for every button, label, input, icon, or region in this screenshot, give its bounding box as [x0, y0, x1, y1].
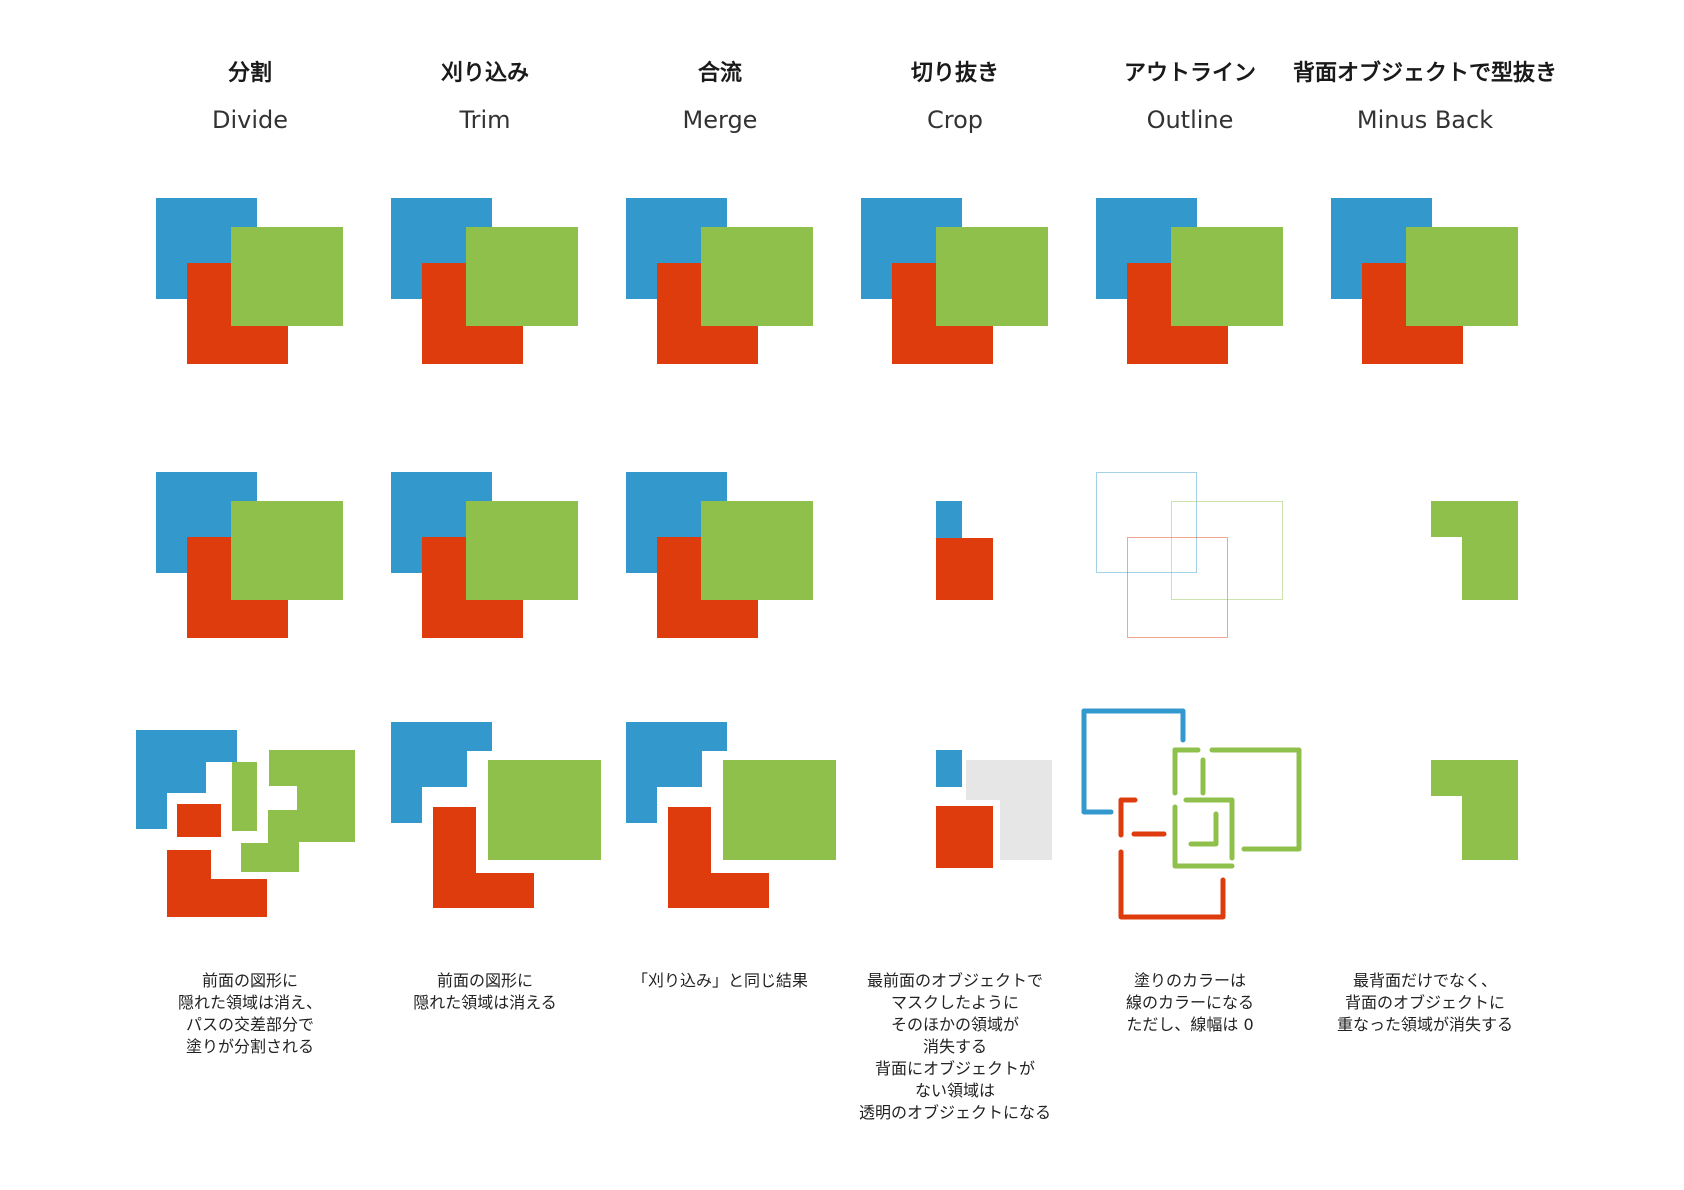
green-segment-inner-c	[1188, 811, 1219, 847]
note-outline: 塗りのカラーは 線のカラーになる ただし、線幅は 0	[1125, 971, 1254, 1034]
red-piece	[936, 538, 993, 600]
green-square	[1171, 227, 1283, 326]
column-header-outline: アウトライン Outline	[1045, 58, 1335, 138]
after-merge	[626, 472, 813, 638]
before-merge	[626, 198, 813, 364]
column-header-crop: 切り抜き Crop	[810, 58, 1100, 138]
after-divide	[156, 472, 343, 638]
blue-piece	[936, 501, 962, 538]
exploded-crop	[936, 750, 1052, 868]
green-segment-bottom	[1172, 804, 1235, 869]
green-piece	[488, 760, 601, 860]
green-square	[701, 501, 813, 600]
title-jp: 切り抜き	[910, 61, 999, 86]
title-en: Crop	[926, 106, 983, 134]
title-en: Outline	[1146, 106, 1234, 134]
green-segment-outer	[1209, 747, 1302, 852]
exploded-outline	[1081, 708, 1302, 920]
green-square	[466, 227, 578, 326]
exploded-trim	[391, 722, 601, 908]
title-en: Minus Back	[1356, 106, 1494, 134]
title-jp: アウトライン	[1123, 61, 1256, 86]
exploded-minus-back	[1431, 760, 1518, 860]
blue-piece	[391, 722, 492, 823]
green-piece-strip	[232, 762, 257, 831]
title-en: Divide	[211, 106, 289, 134]
note-crop: 最前面のオブジェクトで マスクしたように そのほかの領域が 消失する 背面にオブ…	[858, 971, 1051, 1122]
row-before	[156, 198, 1518, 364]
column-header-minus-back: 背面オブジェクトで型抜き Minus Back	[1280, 58, 1570, 138]
green-square	[466, 501, 578, 600]
green-segment-inner-b	[1183, 797, 1235, 861]
column-header-trim: 刈り込み Trim	[340, 58, 630, 138]
before-crop	[861, 198, 1048, 364]
green-remainder	[1431, 760, 1518, 860]
green-square	[936, 227, 1048, 326]
exploded-divide	[136, 730, 355, 917]
blue-piece	[136, 730, 237, 829]
title-jp: 背面オブジェクトで型抜き	[1292, 61, 1557, 86]
blue-piece	[626, 722, 727, 823]
title-jp: 刈り込み	[440, 61, 529, 86]
note-trim: 前面の図形に 隠れた領域は消える	[413, 971, 557, 1012]
title-jp: 合流	[697, 61, 742, 86]
after-outline	[1096, 472, 1283, 638]
column-header-merge: 合流 Merge	[575, 58, 865, 138]
green-outline	[1171, 501, 1283, 600]
green-remainder	[1431, 501, 1518, 600]
before-trim	[391, 198, 578, 364]
green-square	[1406, 227, 1518, 326]
note-minus-back: 最背面だけでなく、 背面のオブジェクトに 重なった領域が消失する	[1336, 971, 1513, 1034]
red-piece-small	[177, 804, 221, 837]
note-divide: 前面の図形に 隠れた領域は消え、 パスの交差部分で 塗りが分割される	[177, 971, 322, 1056]
row-exploded	[136, 708, 1518, 920]
red-piece	[936, 806, 993, 868]
red-piece	[668, 807, 769, 908]
green-piece	[723, 760, 836, 860]
transparent-piece	[966, 760, 1052, 860]
blue-segment-top	[1081, 708, 1186, 743]
red-segment-top	[1118, 797, 1138, 838]
green-square	[701, 227, 813, 326]
before-minus-back	[1331, 198, 1518, 364]
red-piece	[433, 807, 534, 908]
after-crop	[936, 501, 993, 600]
green-square	[231, 227, 343, 326]
red-piece-l	[167, 850, 267, 917]
column-header-divide: 分割 Divide	[105, 58, 395, 138]
title-en: Merge	[682, 106, 758, 134]
title-en: Trim	[459, 106, 511, 134]
exploded-merge	[626, 722, 836, 908]
green-square	[231, 501, 343, 600]
before-divide	[156, 198, 343, 364]
before-outline	[1096, 198, 1283, 364]
green-piece-main	[241, 750, 355, 872]
red-outline	[1127, 537, 1228, 638]
row-after	[156, 472, 1518, 638]
title-jp: 分割	[227, 61, 272, 86]
note-merge: 「刈り込み」と同じ結果	[631, 971, 808, 990]
red-segment-bottom	[1118, 849, 1226, 920]
blue-segment-left	[1081, 708, 1114, 815]
blue-piece	[936, 750, 962, 787]
blue-outline	[1096, 472, 1197, 573]
after-trim	[391, 472, 578, 638]
after-minus-back	[1431, 501, 1518, 600]
